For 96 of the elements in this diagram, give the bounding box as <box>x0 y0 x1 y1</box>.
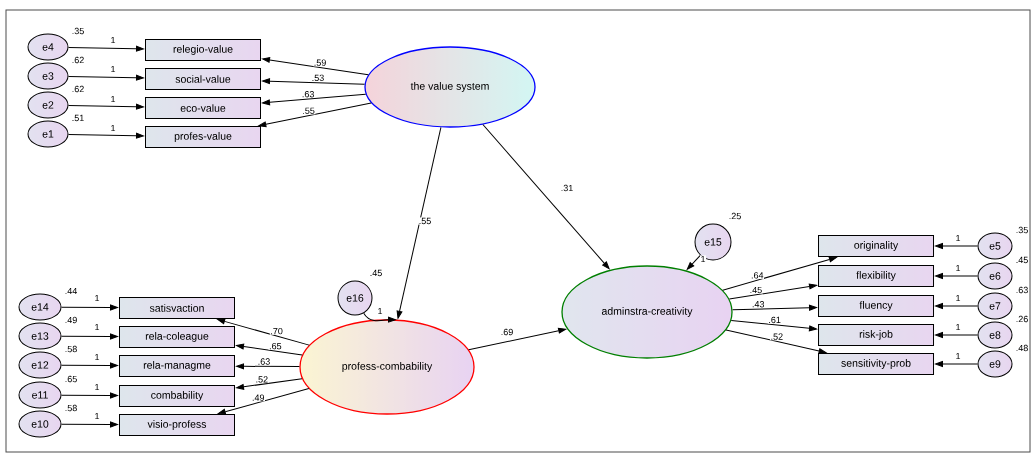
arrow <box>61 362 118 369</box>
arrow <box>935 273 978 279</box>
edge-label: 1 <box>94 412 100 420</box>
arrow <box>61 333 118 340</box>
arrow <box>262 93 367 106</box>
edge-label: .52 <box>770 332 784 341</box>
variance-label: .45 <box>1016 256 1028 264</box>
arrow <box>258 102 372 128</box>
variance-label: .58 <box>65 404 77 412</box>
indicator-box: eco-value <box>145 97 261 119</box>
variance-label: .65 <box>65 375 77 383</box>
edge-label: 1 <box>94 353 100 361</box>
edge-label: .31 <box>560 184 574 192</box>
edge-label: .61 <box>767 316 782 324</box>
edge-label: 1 <box>700 255 706 263</box>
arrow <box>732 304 817 311</box>
indicator-box: rela-coleague <box>119 326 235 348</box>
edge-label: .65 <box>268 342 283 350</box>
edge-label: .55 <box>418 217 432 225</box>
arrow <box>262 57 369 76</box>
edge-label: 1 <box>94 323 100 331</box>
indicator-box: risk-job <box>818 324 934 346</box>
indicator-box: profes-value <box>145 126 261 148</box>
indicator-box: flexibility <box>818 265 934 287</box>
arrow <box>61 392 118 399</box>
arrow <box>363 312 396 323</box>
arrow <box>262 78 366 85</box>
edge-label: 1 <box>955 323 961 331</box>
edge-label: .45 <box>749 286 763 294</box>
arrow <box>236 378 303 390</box>
edge-label: 1 <box>955 294 961 302</box>
edge-label: .59 <box>313 58 327 67</box>
variance-label: .35 <box>72 27 84 35</box>
arrow <box>68 74 144 81</box>
variance-label: .35 <box>1016 226 1028 234</box>
variance-label: .25 <box>729 212 741 220</box>
edge-label: 1 <box>955 264 961 272</box>
arrow <box>217 318 310 346</box>
edge-label: 1 <box>110 65 116 73</box>
arrow <box>396 126 442 319</box>
edge-label: .43 <box>751 300 765 308</box>
indicator-box: satisvaction <box>119 297 235 319</box>
arrow <box>725 329 827 354</box>
arrow <box>935 332 978 338</box>
edge-label: .55 <box>301 107 316 115</box>
edge-label: 1 <box>94 294 100 302</box>
indicator-box: relegio-value <box>145 39 261 61</box>
indicator-box: fluency <box>818 295 934 317</box>
edge-label: 1 <box>94 383 100 391</box>
indicator-box: visio-profess <box>119 414 235 436</box>
variance-label: .45 <box>370 269 382 277</box>
variance-label: .48 <box>1016 344 1028 352</box>
variance-label: .26 <box>1016 315 1028 323</box>
variance-label: .62 <box>72 56 84 64</box>
variance-label: .51 <box>72 114 84 122</box>
edge-label: .63 <box>301 90 315 98</box>
arrow <box>68 132 144 139</box>
arrow <box>722 256 837 291</box>
arrow <box>730 319 817 332</box>
edge-label: 1 <box>955 352 961 360</box>
edge-label: .49 <box>251 394 265 402</box>
edge-label: .69 <box>500 328 514 336</box>
edge-label: .70 <box>269 327 284 335</box>
arrow <box>482 124 610 270</box>
edge-label: .63 <box>257 357 271 366</box>
indicator-box: rela-managme <box>119 355 235 377</box>
arrow <box>61 421 118 428</box>
arrow <box>728 283 817 300</box>
indicator-box: sensitivity-prob <box>818 353 934 375</box>
edge-label: .53 <box>311 74 325 82</box>
arrow <box>61 304 118 311</box>
variance-label: .58 <box>65 345 77 353</box>
indicator-box: combability <box>119 385 235 407</box>
edge-label: .64 <box>750 271 764 280</box>
edge-label: .52 <box>255 375 269 384</box>
arrow <box>217 388 310 415</box>
edge-label: 1 <box>110 36 116 44</box>
edge-label: 1 <box>377 307 383 315</box>
arrow <box>68 103 144 110</box>
arrow <box>686 254 701 270</box>
arrow <box>935 361 978 367</box>
variance-label: .63 <box>1016 286 1028 294</box>
variance-label: .44 <box>65 287 77 295</box>
indicator-box: social-value <box>145 68 261 90</box>
arrow <box>68 45 144 52</box>
arrow <box>935 243 978 249</box>
arrow <box>236 343 303 356</box>
variance-label: .62 <box>72 85 84 93</box>
edge-label: 1 <box>110 124 116 132</box>
indicator-box: originality <box>818 235 934 257</box>
arrow <box>468 327 567 351</box>
edge-label: 1 <box>110 95 116 103</box>
edge-label: 1 <box>955 234 961 242</box>
variance-label: .49 <box>65 316 77 324</box>
arrow <box>236 363 300 370</box>
arrow <box>935 303 978 309</box>
